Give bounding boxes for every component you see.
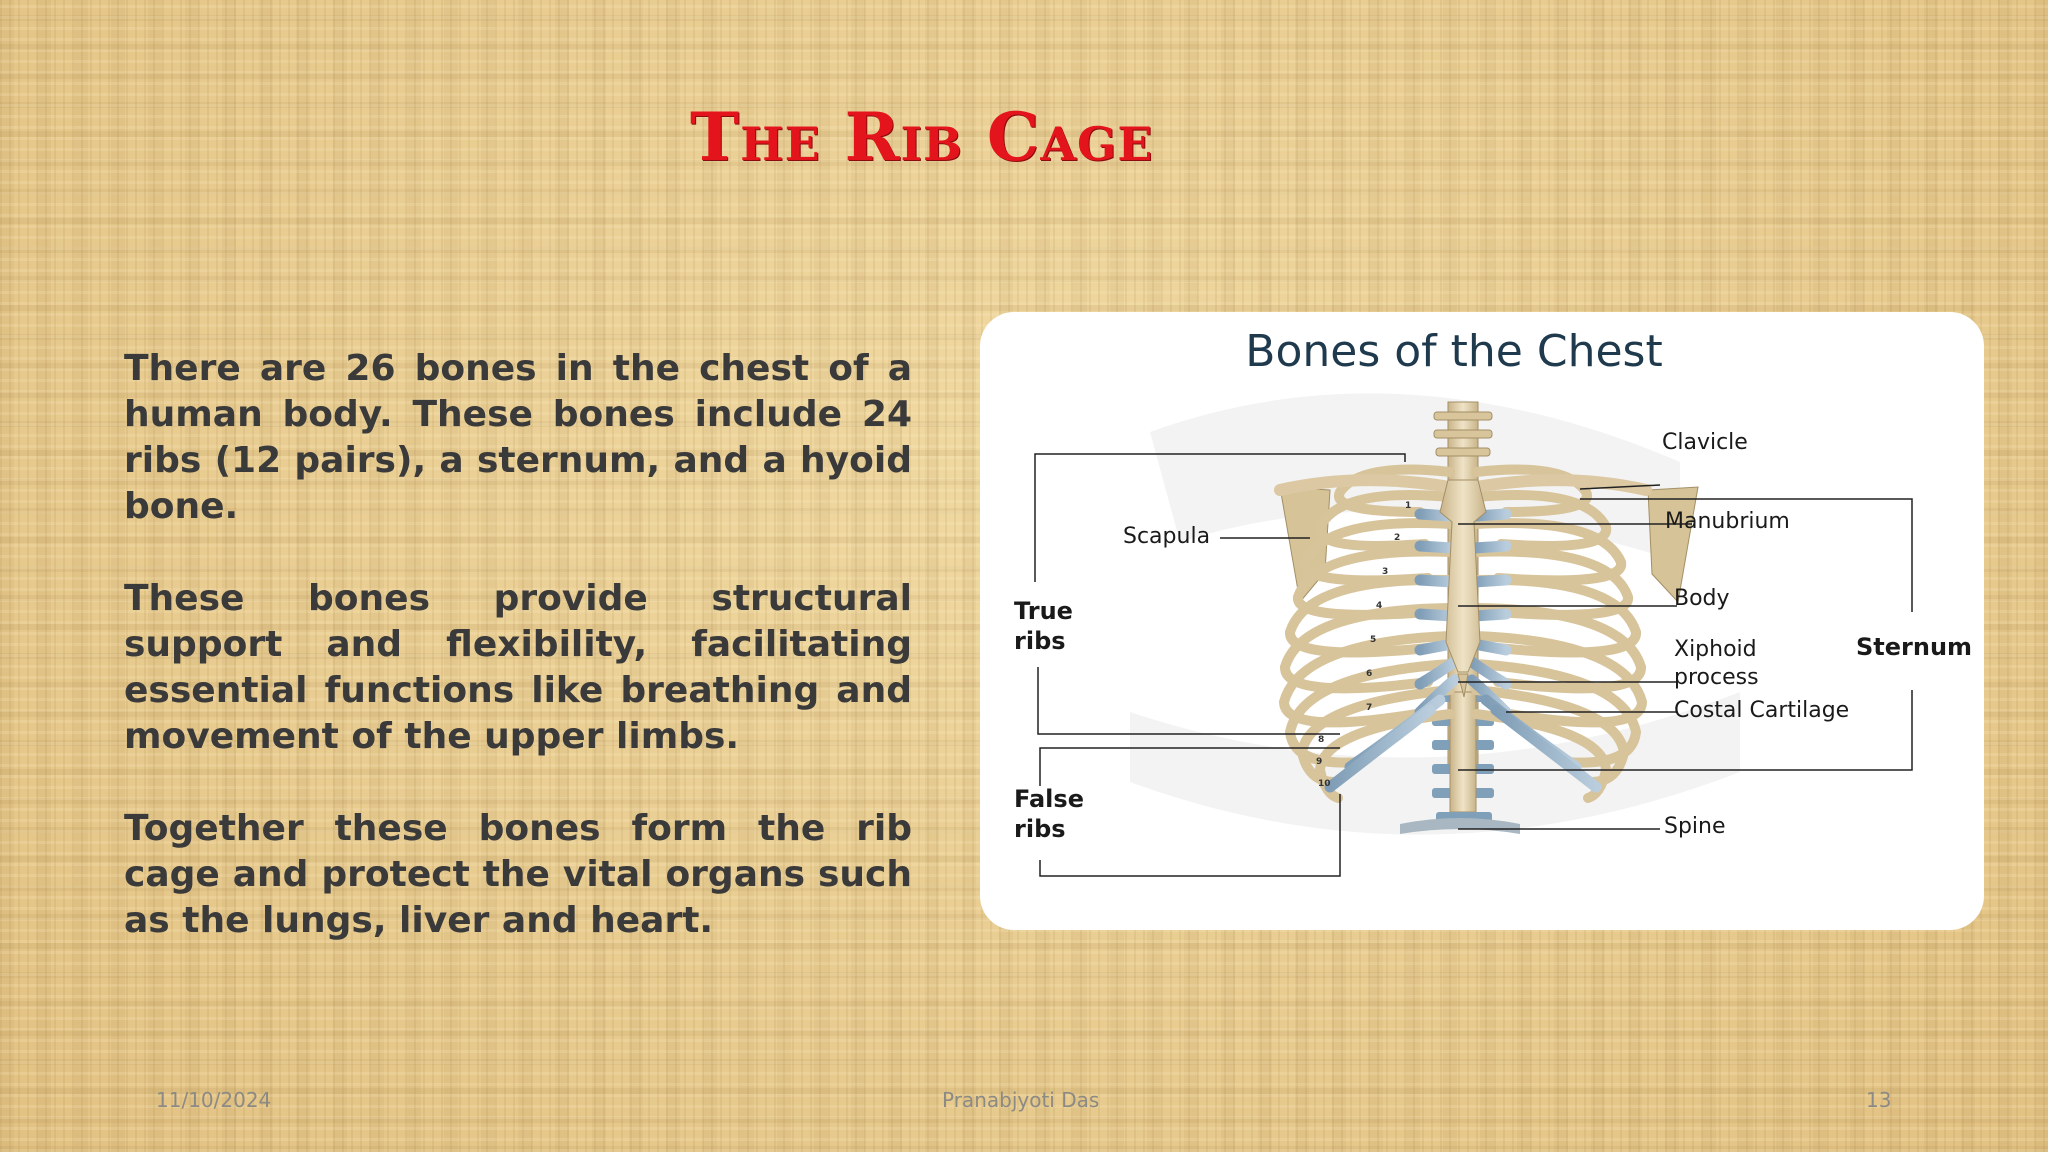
figure-title: Bones of the Chest xyxy=(1245,326,1663,377)
label-costal-cartilage: Costal Cartilage xyxy=(1674,698,1850,723)
label-body: Body xyxy=(1674,586,1730,611)
footer-date: 11/10/2024 xyxy=(156,1088,272,1112)
xiphoid-bone xyxy=(1457,673,1469,698)
label-xiphoid-process: Xiphoid process xyxy=(1674,637,1759,690)
slide-body: There are 26 bones in the chest of a hum… xyxy=(124,346,912,990)
footer-author: Pranabjyoti Das xyxy=(942,1088,1100,1112)
paragraph-2: These bones provide structural support a… xyxy=(124,578,912,757)
rib-number: 2 xyxy=(1394,533,1400,543)
rib-cage-illustration: 1 2 3 4 5 6 7 8 9 10 xyxy=(1034,393,1913,877)
rib-number: 7 xyxy=(1366,703,1372,713)
label-sternum: Sternum xyxy=(1856,633,1973,661)
rib-number: 3 xyxy=(1382,567,1388,577)
rib-number: 9 xyxy=(1316,757,1322,767)
label-true-ribs: True ribs xyxy=(1014,597,1073,655)
clavicle-left xyxy=(1274,474,1456,496)
rib-number: 5 xyxy=(1370,635,1376,645)
label-spine: Spine xyxy=(1664,814,1726,839)
footer-page-number: 13 xyxy=(1866,1088,1892,1112)
label-false-ribs: False ribs xyxy=(1014,785,1084,843)
rib-number: 4 xyxy=(1376,601,1382,611)
paragraph-3: Together these bones form the rib cage a… xyxy=(124,808,912,941)
label-manubrium: Manubrium xyxy=(1665,509,1790,534)
leader-lines xyxy=(1034,453,1913,877)
costal-cartilage xyxy=(1324,508,1602,793)
paragraph-1: There are 26 bones in the chest of a hum… xyxy=(124,348,912,527)
slide-title: The Rib Cage xyxy=(690,98,1154,176)
rib-number: 10 xyxy=(1318,779,1331,789)
sternum-bone xyxy=(1439,479,1487,673)
label-scapula: Scapula xyxy=(1123,524,1211,549)
rib-number: 8 xyxy=(1318,735,1324,745)
rib-number: 1 xyxy=(1405,501,1411,511)
rib-number: 6 xyxy=(1366,669,1372,679)
ribs xyxy=(1278,464,1648,803)
label-clavicle: Clavicle xyxy=(1662,430,1748,455)
scapula-right xyxy=(1647,486,1699,604)
